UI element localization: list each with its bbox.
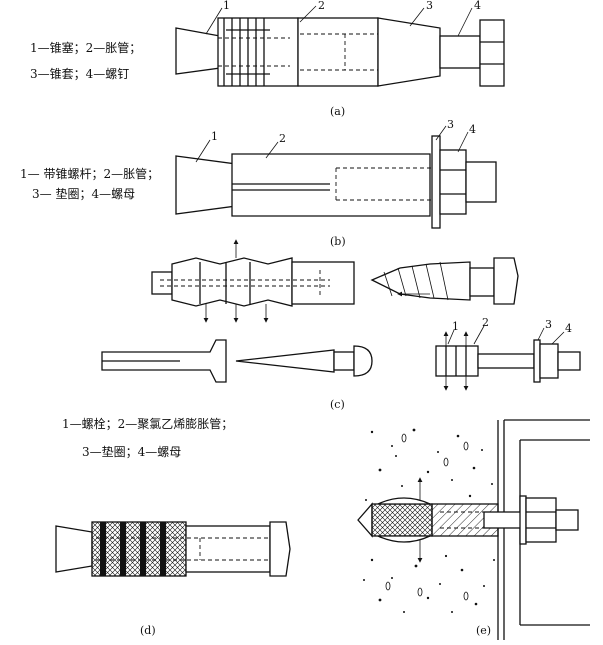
callout-a-2: 2	[318, 0, 325, 12]
panel-a: 1—锥塞；2—胀管； 3—锥套；4—螺钉 1 2	[30, 0, 505, 118]
callout-c-1: 1	[452, 320, 459, 333]
caption-e: (e)	[476, 624, 491, 637]
legend-a-line2: 3—锥套；4—螺钉	[30, 67, 129, 81]
panel-d: (d)	[55, 521, 291, 637]
callout-b-4: 4	[469, 123, 476, 136]
caption-c: (c)	[330, 398, 345, 411]
callout-a-3: 3	[426, 0, 433, 12]
callout-c-2: 2	[482, 316, 489, 329]
callout-c-3: 3	[545, 318, 552, 331]
callout-a-1: 1	[223, 0, 230, 12]
callout-b-1: 1	[211, 130, 218, 143]
legend-c-line2: 3—垫圈；4—螺母	[82, 444, 181, 459]
callout-a-4: 4	[474, 0, 481, 12]
callout-b-3: 3	[447, 118, 454, 131]
drawing-d	[55, 521, 291, 577]
drawing-c-anchor	[151, 239, 355, 323]
callout-b-2: 2	[279, 132, 286, 145]
legend-c-line1: 1—螺栓；2—聚氯乙烯膨胀管；	[62, 416, 233, 431]
panel-e: (e)	[357, 419, 590, 640]
drawing-e	[357, 419, 590, 640]
callout-c-4: 4	[565, 322, 572, 335]
drawing-c-split-sleeve	[101, 339, 373, 383]
legend-a-line1: 1—锥塞；2—胀管；	[30, 40, 141, 55]
caption-d: (d)	[140, 624, 156, 637]
caption-b: (b)	[330, 235, 346, 248]
drawing-c-assembled	[435, 325, 581, 391]
drawing-c-screw	[370, 257, 519, 305]
legend-b-line1: 1— 带锥螺杆；2—胀管；	[20, 166, 159, 181]
legend-b-line2: 3— 垫圈；4—螺母	[32, 186, 135, 201]
drawing-b	[175, 125, 497, 229]
panel-b: 1— 带锥螺杆；2—胀管； 3— 垫圈；4—螺母 1 2 3 4 (b)	[20, 118, 497, 248]
drawing-a	[175, 5, 505, 87]
caption-a: (a)	[330, 105, 345, 118]
panel-c: 1 2 3 4 (c) 1—螺栓；2—聚氯乙烯膨胀管； 3—垫圈；4—螺母	[62, 239, 581, 459]
